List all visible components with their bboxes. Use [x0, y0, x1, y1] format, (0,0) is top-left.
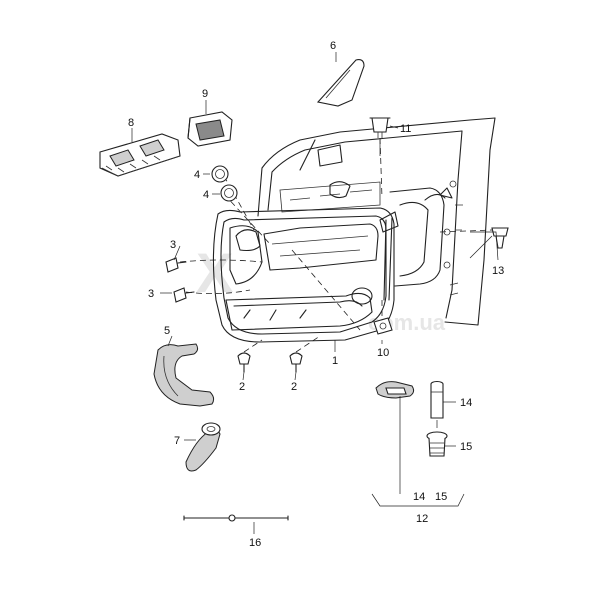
watermark-main: X [196, 241, 233, 304]
window-crank-part [185, 422, 221, 472]
callout-labels: 6 9 8 4 4 11 13 3 3 1 10 2 2 5 7 14 15 1… [128, 40, 504, 549]
callout-12: 12 [416, 513, 428, 525]
callout-4-lower: 4 [203, 189, 209, 201]
callout-7: 7 [174, 435, 180, 447]
grommet-parts [211, 165, 238, 202]
watermark: X com.ua [196, 241, 446, 335]
callout-2-right: 2 [291, 381, 297, 393]
window-switch-part [99, 133, 181, 177]
push-clip-part [491, 227, 509, 249]
door-trim-panel [212, 207, 395, 343]
callout-8: 8 [128, 117, 134, 129]
bracket-part [373, 317, 393, 335]
callout-15: 15 [460, 441, 472, 453]
callout-5: 5 [164, 325, 170, 337]
callout-14-group: 14 [413, 491, 425, 503]
callout-1: 1 [332, 355, 338, 367]
cable-strip-part [183, 514, 289, 522]
callout-11: 11 [400, 123, 411, 135]
callout-10: 10 [377, 347, 389, 359]
callout-16: 16 [249, 537, 261, 549]
callout-13: 13 [492, 265, 504, 277]
pin-part [430, 380, 444, 419]
grab-handle-part [153, 343, 215, 407]
callout-9: 9 [202, 88, 208, 100]
window-regulator [379, 187, 453, 301]
callout-2-left: 2 [239, 381, 245, 393]
screw-parts-3 [165, 257, 195, 303]
clip-part [369, 117, 391, 138]
car-body-frame [257, 117, 496, 326]
callout-6: 6 [330, 40, 336, 52]
callout-15-group: 15 [435, 491, 447, 503]
switch-housing-part [187, 111, 233, 147]
callout-3-upper: 3 [170, 239, 176, 251]
callout-4-upper: 4 [194, 169, 200, 181]
rivet-parts-2 [237, 352, 303, 373]
callout-3-lower: 3 [148, 288, 154, 300]
triangle-cover-part [316, 59, 365, 107]
interior-handle-part [375, 381, 415, 399]
callout-14: 14 [460, 397, 472, 409]
plug-part [426, 431, 448, 457]
leader-lines [131, 52, 499, 534]
